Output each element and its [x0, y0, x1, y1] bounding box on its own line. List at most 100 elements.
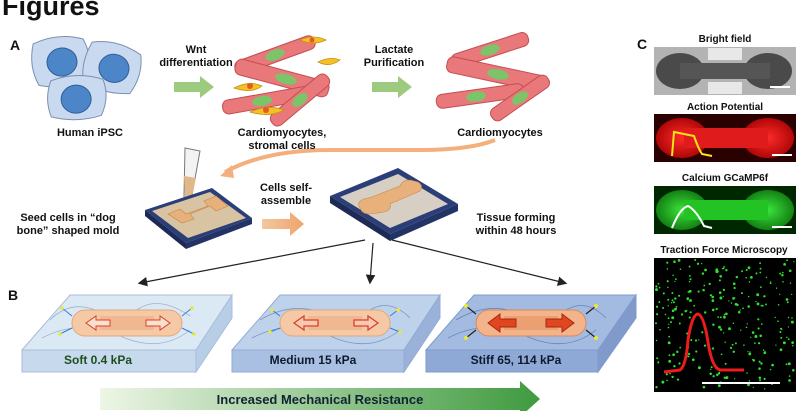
bead-dot [745, 268, 748, 272]
bead-dot [732, 322, 735, 325]
bead-dot [760, 323, 763, 325]
bead-dot [739, 309, 741, 311]
bead-dot [658, 301, 661, 304]
bead-dot [723, 376, 727, 380]
seed-cells-label: Seed cells in “dog bone” shaped mold [4, 212, 132, 238]
bead-dot [673, 365, 676, 368]
wnt-arrow [174, 76, 214, 98]
bead-dot [700, 262, 703, 265]
bead-dot [755, 272, 758, 275]
bead-dot [760, 304, 763, 307]
bead-dot [655, 339, 658, 342]
bead-dot [725, 269, 728, 272]
bead-dot [662, 292, 665, 295]
bead-dot [769, 281, 772, 283]
bead-dot [725, 376, 729, 380]
bead-dot [687, 352, 691, 356]
bead-dot [733, 297, 736, 299]
bead-dot [703, 344, 707, 347]
bead-dot [756, 293, 760, 297]
bead-dot [664, 313, 667, 316]
bead-dot [759, 267, 762, 270]
bead-dot [673, 260, 676, 263]
bead-dot [785, 298, 789, 301]
bead-dot [679, 346, 682, 349]
bead-dot [728, 327, 731, 331]
bead-dot [670, 302, 673, 304]
medium-label: Medium 15 kPa [269, 353, 357, 367]
bead-dot [694, 339, 698, 342]
cardiomyocytes-stromal-cluster [221, 35, 341, 127]
bead-dot [722, 288, 726, 292]
bead-dot [734, 342, 737, 345]
bead-dot [662, 306, 665, 310]
bead-dot [677, 259, 681, 262]
bead-dot [721, 267, 724, 270]
bead-dot [688, 265, 691, 268]
bead-dot [708, 282, 711, 286]
cardiomyocytes-stromal-label: Cardiomyocytes, stromal cells [222, 127, 342, 153]
bead-dot [711, 347, 715, 350]
bead-dot [747, 295, 750, 298]
action-potential-image [654, 114, 796, 162]
bead-dot [656, 313, 659, 316]
bead-dot [667, 341, 671, 345]
bead-dot [780, 336, 783, 339]
bead-dot [779, 293, 781, 296]
seeding-arrow [224, 138, 496, 174]
wnt-label-line1: Wnt [185, 44, 207, 56]
bead-dot [718, 325, 721, 329]
bead-dot [759, 271, 762, 274]
bead-dot [719, 328, 723, 331]
bead-dot [735, 275, 739, 279]
bead-dot [687, 355, 689, 358]
bead-dot [731, 343, 734, 346]
bead-dot [715, 268, 719, 272]
bead-dot [758, 342, 761, 345]
bead-dot [757, 318, 760, 321]
bead-dot [666, 280, 669, 283]
bead-dot [671, 299, 674, 302]
resistance-label: Increased Mechanical Resistance [216, 392, 424, 407]
bead-dot [715, 307, 718, 311]
bead-dot [668, 323, 670, 325]
bead-dot [747, 383, 750, 387]
bead-dot [674, 297, 677, 300]
bead-dot [793, 261, 795, 263]
bead-dot [717, 316, 720, 318]
tissue-line2: within 48 hours [475, 225, 557, 237]
tissue-forming-label: Tissue forming within 48 hours [462, 212, 570, 238]
bead-dot [671, 291, 674, 295]
tissue-mold [330, 168, 458, 241]
traction-title: Traction Force Microscopy [660, 245, 788, 256]
bead-dot [657, 362, 659, 364]
bead-dot [765, 276, 768, 279]
bead-dot [666, 268, 669, 270]
bead-dot [775, 344, 777, 346]
bead-dot [790, 320, 794, 324]
bead-dot [712, 323, 715, 326]
bead-dot [763, 295, 766, 298]
bead-dot [777, 303, 780, 306]
bead-dot [687, 291, 690, 293]
bead-dot [788, 379, 791, 382]
seed-mold [145, 188, 252, 249]
bead-dot [748, 352, 752, 356]
bead-dot [711, 295, 714, 299]
bead-dot [769, 282, 772, 285]
bead-dot [695, 350, 698, 353]
bead-dot [791, 341, 794, 344]
bead-dot [718, 279, 721, 282]
bead-dot [747, 266, 751, 270]
bead-dot [724, 362, 727, 365]
bead-dot [729, 346, 733, 349]
bead-dot [745, 276, 747, 279]
lactate-label: Lactate Purification [346, 44, 442, 70]
bead-dot [779, 348, 783, 352]
bead-dot [688, 280, 691, 283]
bead-dot [787, 316, 790, 319]
bead-dot [689, 275, 691, 277]
bead-dot [712, 375, 715, 378]
bead-dot [691, 358, 695, 362]
bead-dot [698, 339, 700, 341]
